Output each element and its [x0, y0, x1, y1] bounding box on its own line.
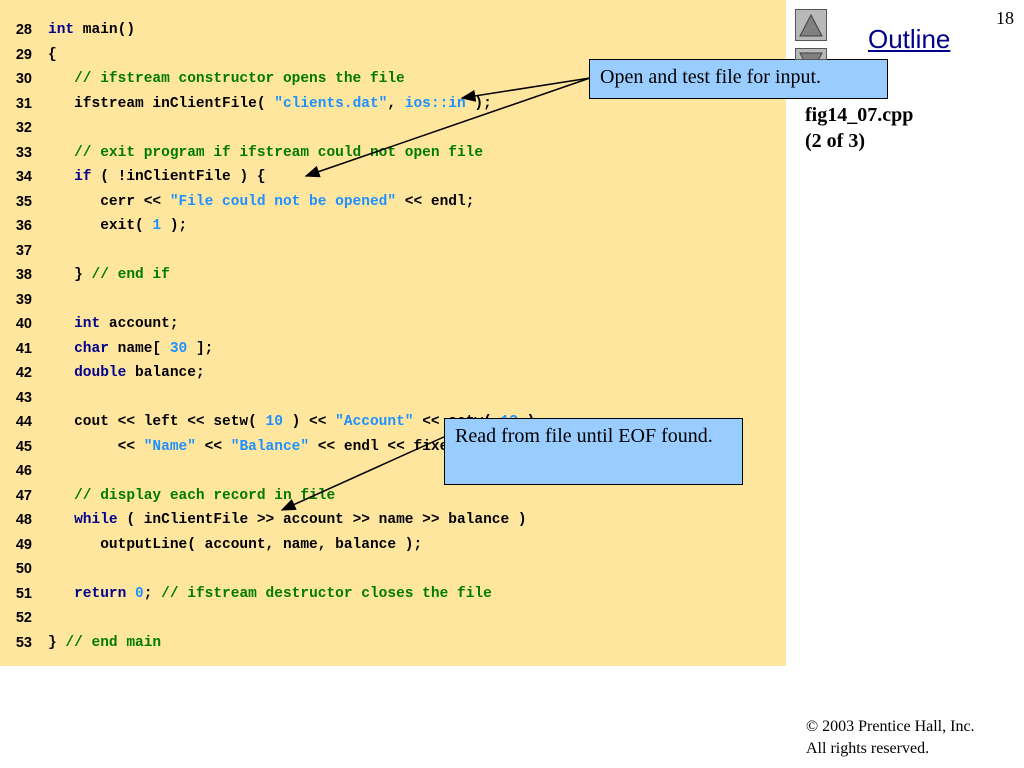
code-text: } // end main	[48, 634, 162, 651]
line-number: 52	[15, 610, 32, 626]
code-line: 44 cout << left << setw( 10 ) << "Accoun…	[0, 410, 786, 434]
code-line: 33 // exit program if ifstream could not…	[0, 141, 786, 165]
code-text: // ifstream constructor opens the file	[74, 71, 405, 87]
line-number: 39	[15, 291, 32, 308]
code-text: int main()	[48, 22, 136, 38]
line-number: 46	[15, 463, 32, 479]
line-number: 48	[15, 512, 32, 528]
code-line: 41 char name[ 30 ];	[0, 337, 786, 361]
line-number: 33	[15, 144, 32, 161]
callout-read-eof-text: Read from file until EOF found.	[455, 425, 713, 447]
line-number: 30	[15, 71, 32, 87]
code-text: double balance;	[74, 365, 205, 381]
line-number: 42	[15, 365, 32, 381]
code-line: 35 cerr << "File could not be opened" <<…	[0, 190, 786, 214]
figure-part: (2 of 3)	[805, 130, 865, 152]
code-text: ifstream inClientFile( "clients.dat", io…	[48, 95, 492, 112]
line-number: 35	[15, 193, 32, 210]
code-line: 47 // display each record in file	[0, 484, 786, 508]
code-line: 36 exit( 1 );	[0, 214, 786, 238]
line-number: 51	[15, 585, 32, 602]
code-line: 28 int main()	[0, 18, 786, 42]
line-number: 34	[15, 169, 32, 185]
code-line: 40 int account;	[0, 312, 786, 336]
code-line: 39	[0, 288, 786, 312]
code-line: 51 return 0; // ifstream destructor clos…	[0, 582, 786, 606]
code-line: 49 outputLine( account, name, balance );	[0, 533, 786, 557]
code-line: 38 } // end if	[0, 263, 786, 287]
page-number: 18	[996, 8, 1014, 28]
line-number: 43	[15, 389, 32, 406]
code-text: cerr << "File could not be opened" << en…	[48, 193, 475, 210]
code-text: char name[ 30 ];	[74, 340, 214, 357]
code-text: } // end if	[48, 267, 170, 283]
code-text: // exit program if ifstream could not op…	[74, 144, 484, 161]
code-line: 34 if ( !inClientFile ) {	[0, 165, 786, 189]
code-line: 53 } // end main	[0, 631, 786, 655]
callout-open-test: Open and test file for input.	[589, 59, 888, 99]
line-number: 38	[15, 267, 32, 283]
line-number: 37	[15, 242, 32, 259]
code-line: 42 double balance;	[0, 361, 786, 385]
copyright: © 2003 Prentice Hall, Inc. All rights re…	[806, 716, 975, 760]
line-number: 36	[15, 218, 32, 234]
line-number: 50	[15, 561, 32, 577]
line-number: 28	[15, 22, 32, 38]
code-line: 52	[0, 606, 786, 630]
code-text: exit( 1 );	[48, 218, 188, 234]
code-line: 48 while ( inClientFile >> account >> na…	[0, 508, 786, 532]
line-number: 31	[15, 95, 32, 112]
code-line: 50	[0, 557, 786, 581]
code-line: 29 {	[0, 43, 786, 67]
line-number: 53	[15, 634, 32, 651]
callout-open-test-text: Open and test file for input.	[600, 66, 822, 88]
line-number: 32	[15, 120, 32, 136]
code-line: 43	[0, 386, 786, 410]
copyright-text: 2003 Prentice Hall, Inc.	[818, 718, 975, 735]
code-text: // display each record in file	[74, 487, 336, 504]
triangle-up-icon	[799, 13, 823, 37]
code-text: int account;	[74, 316, 179, 332]
line-number: 49	[15, 536, 32, 553]
line-number: 41	[15, 340, 32, 357]
code-text: outputLine( account, name, balance );	[48, 536, 423, 553]
previous-slide-button[interactable]	[795, 9, 827, 41]
figure-name: fig14_07.cpp	[805, 104, 914, 126]
code-text: {	[48, 46, 57, 63]
callout-read-eof: Read from file until EOF found.	[444, 418, 743, 485]
line-number: 29	[15, 46, 32, 63]
code-line: 37	[0, 239, 786, 263]
outline-link[interactable]: Outline	[868, 24, 951, 54]
line-number: 40	[15, 316, 32, 332]
code-text: while ( inClientFile >> account >> name …	[74, 512, 527, 528]
line-number: 47	[15, 487, 32, 504]
code-line: 32	[0, 116, 786, 140]
code-line: 46	[0, 459, 786, 483]
code-text: return 0; // ifstream destructor closes …	[74, 585, 492, 602]
code-text: if ( !inClientFile ) {	[74, 169, 266, 185]
code-panel: 28 int main() 29 {30 // ifstream constructo…	[0, 0, 786, 666]
triangle-down-icon	[799, 52, 823, 59]
line-number: 44	[15, 414, 32, 430]
code-text: cout << left << setw( 10 ) << "Account" …	[48, 414, 535, 430]
figure-label: fig14_07.cpp (2 of 3)	[805, 102, 913, 154]
rights-text: All rights reserved.	[806, 740, 930, 757]
copyright-symbol: ©	[806, 718, 819, 735]
next-slide-button[interactable]	[795, 48, 827, 60]
line-number: 45	[15, 438, 32, 455]
